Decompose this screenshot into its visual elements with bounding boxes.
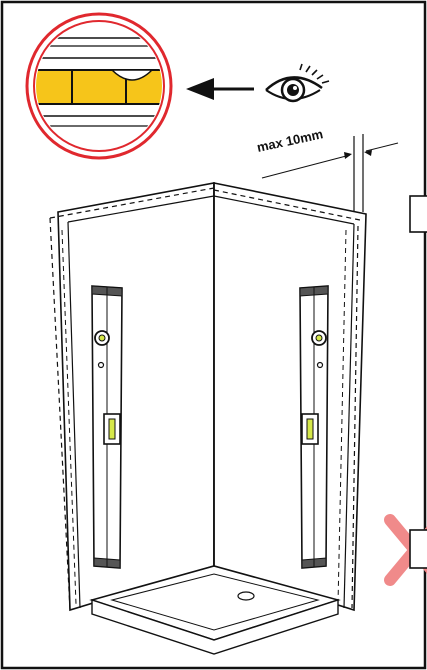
spirit-level-left [91, 285, 123, 569]
arrow-left-icon [186, 78, 254, 100]
air-bubble [110, 69, 154, 81]
cross-mark-icon [384, 514, 427, 586]
bubble-vial [36, 69, 162, 105]
eye-icon [265, 63, 330, 103]
spirit-level-right [299, 285, 329, 569]
level-zoom-circle [25, 12, 173, 160]
drain [237, 591, 255, 601]
check-box-icon [409, 195, 427, 233]
